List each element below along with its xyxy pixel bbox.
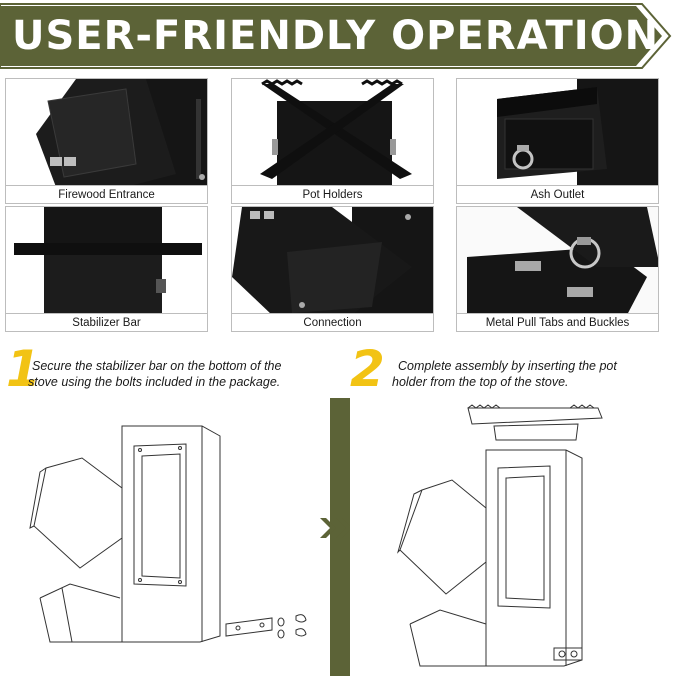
feature-caption: Metal Pull Tabs and Buckles (456, 314, 659, 332)
firewood-entrance-photo (5, 78, 208, 186)
step-1-text-line-2: stove using the bolts included in the pa… (28, 375, 281, 389)
chevron-double-right-icon (320, 518, 352, 538)
step-1-text-line-1: Secure the stabilizer bar on the bottom … (32, 359, 282, 373)
feature-caption: Firewood Entrance (5, 186, 208, 204)
feature-tile-stabilizer-bar: Stabilizer Bar (5, 206, 208, 332)
ash-outlet-photo (456, 78, 659, 186)
step-2-text-line-1: Complete assembly by inserting the pot (398, 359, 617, 373)
feature-tile-connection: Connection (231, 206, 434, 332)
pull-tabs-photo (456, 206, 659, 314)
connection-photo (231, 206, 434, 314)
banner-shape (0, 3, 672, 69)
feature-caption: Stabilizer Bar (5, 314, 208, 332)
banner-title: USER-FRIENDLY OPERATION (12, 13, 660, 59)
feature-tile-pull-tabs: Metal Pull Tabs and Buckles (456, 206, 659, 332)
feature-tile-ash-outlet: Ash Outlet (456, 78, 659, 204)
feature-tile-pot-holders: Pot Holders (231, 78, 434, 204)
stabilizer-bar-photo (5, 206, 208, 314)
assembly-diagram-step-1 (0, 398, 330, 676)
feature-caption: Connection (231, 314, 434, 332)
step-2-number: 2 (350, 340, 385, 398)
step-2-text-line-2: holder from the top of the stove. (392, 375, 569, 389)
feature-tile-firewood-entrance: Firewood Entrance (5, 78, 208, 204)
header-banner: USER-FRIENDLY OPERATION (0, 0, 679, 72)
step-1-number: 1 (6, 340, 41, 398)
pot-holders-photo (231, 78, 434, 186)
assembly-diagram-step-2 (350, 398, 679, 676)
feature-caption: Ash Outlet (456, 186, 659, 204)
feature-caption: Pot Holders (231, 186, 434, 204)
